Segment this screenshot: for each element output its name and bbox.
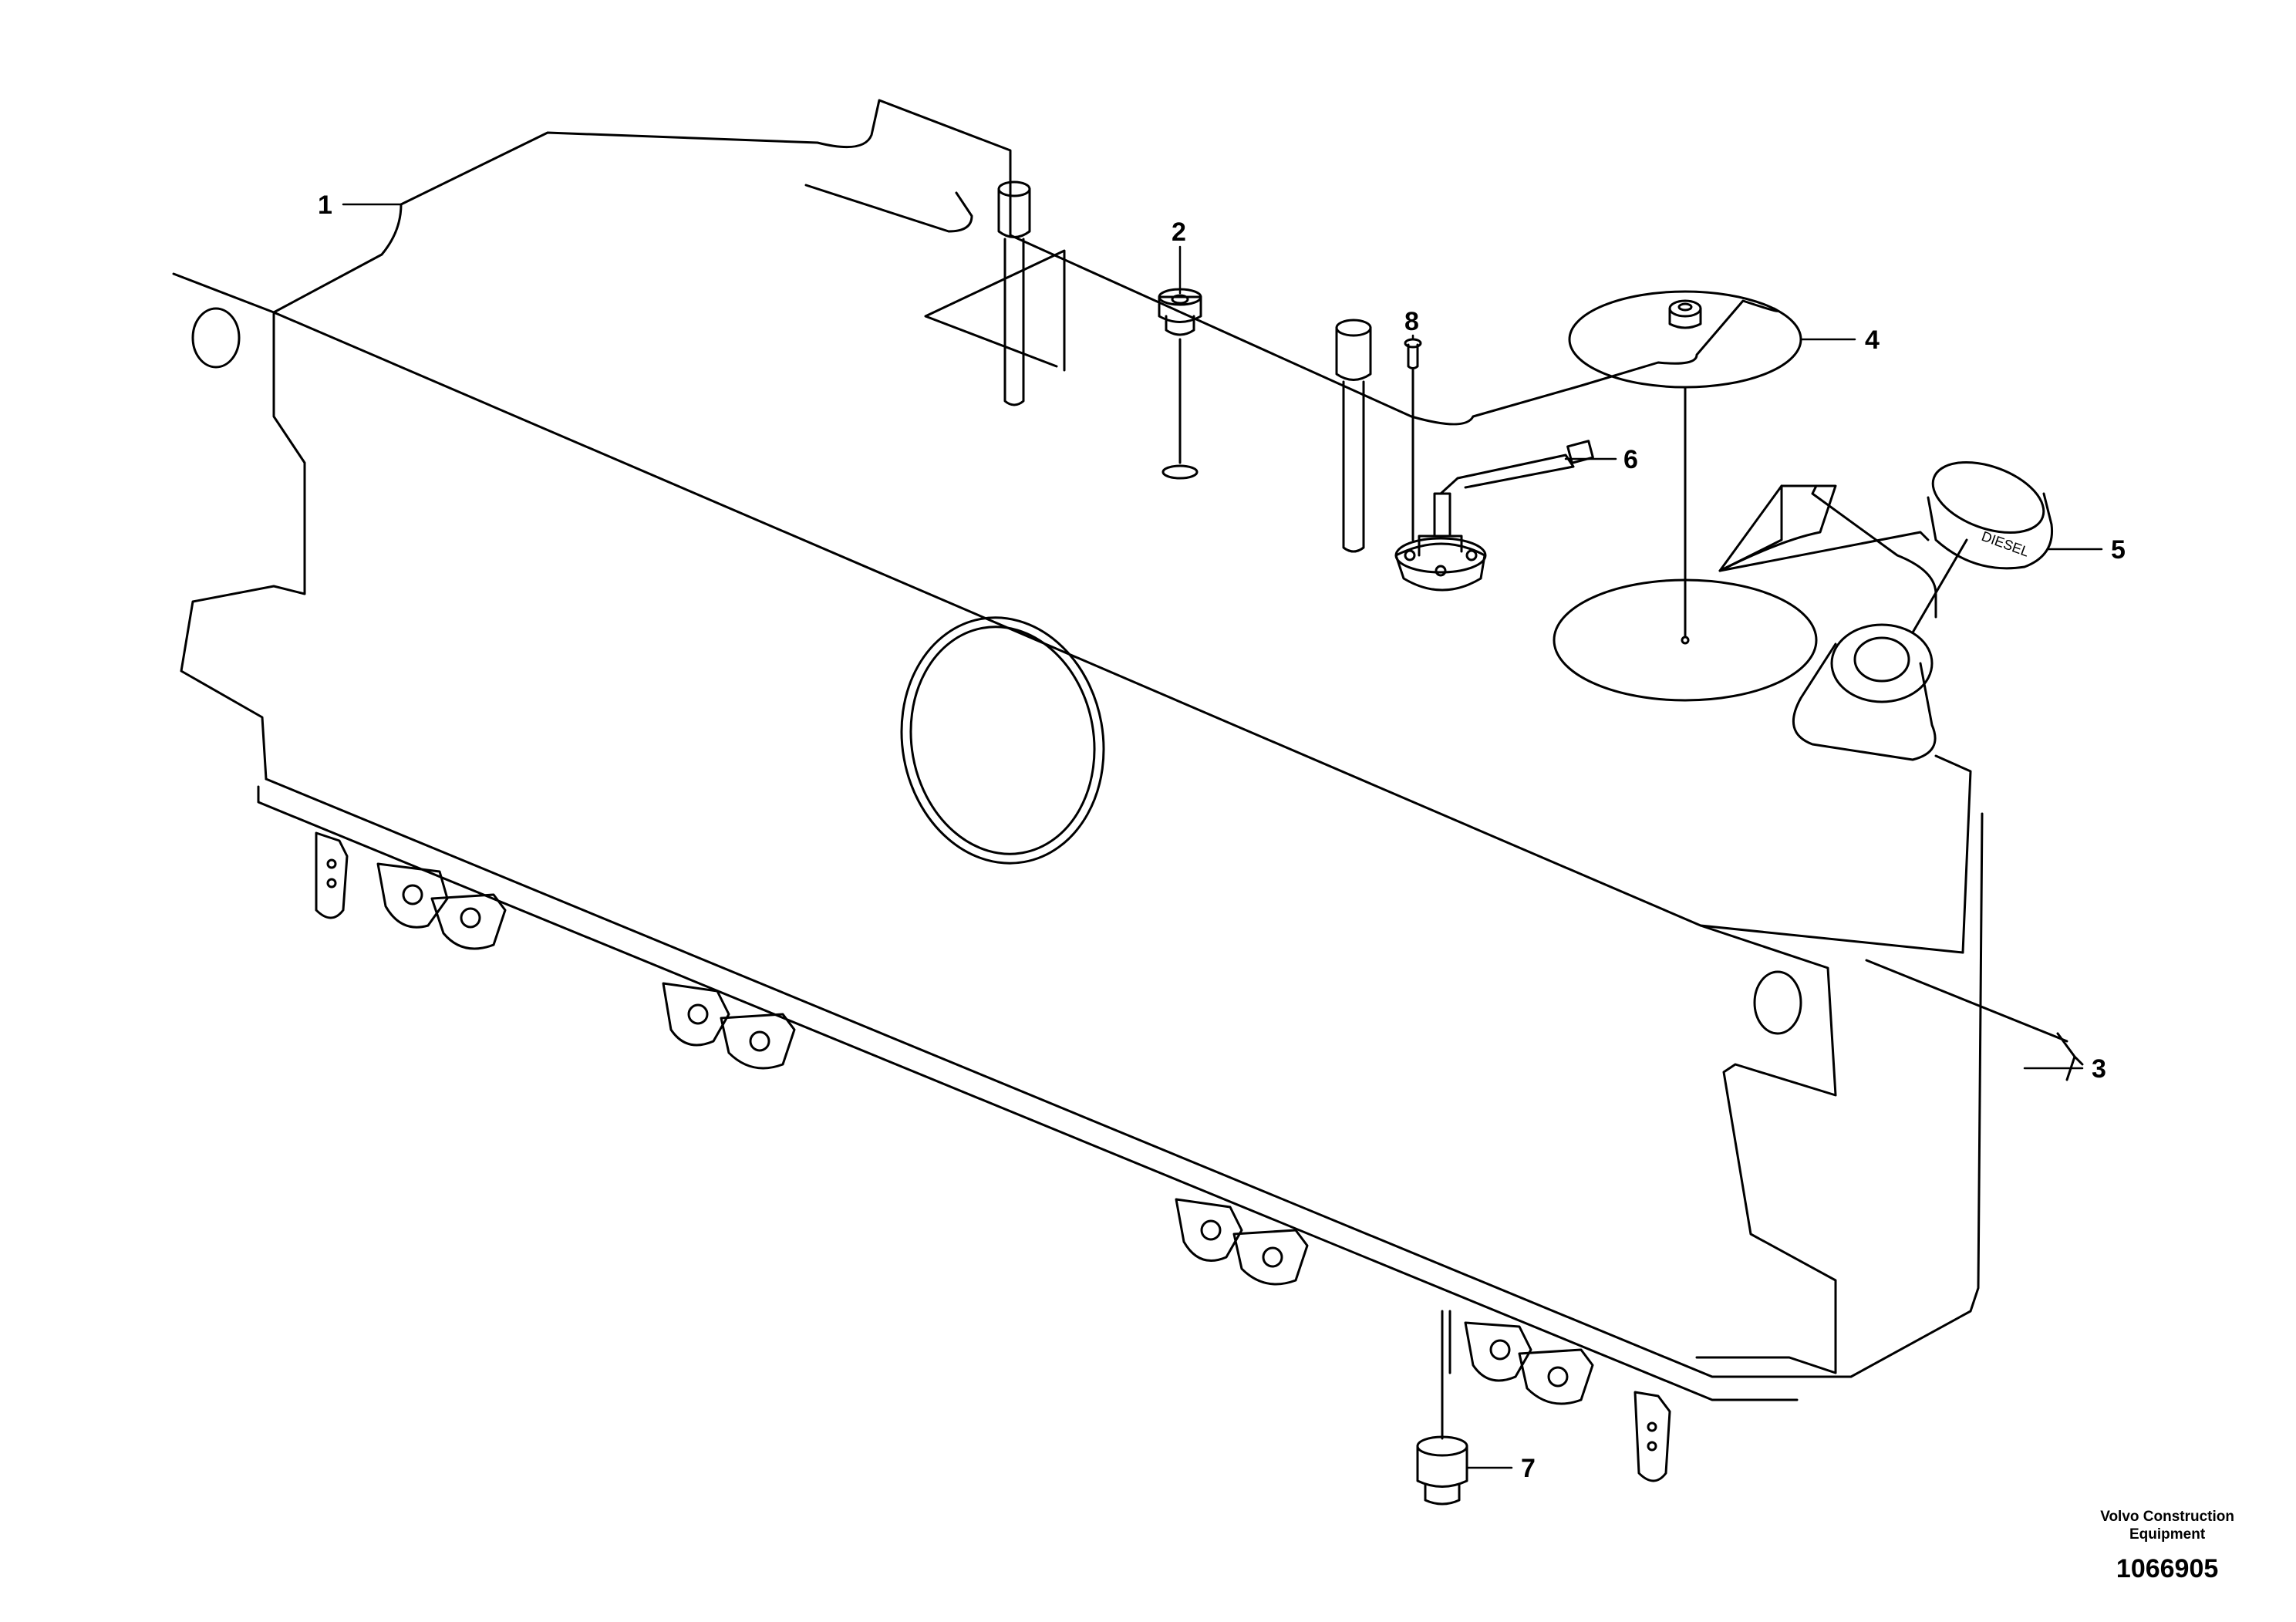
inspection-cover-inner [909,626,1096,855]
part-5-filler-cap: DIESEL [1911,460,2054,634]
tank-front-lower-edge [265,777,1984,1378]
fuel-tank [172,99,1984,1401]
inspection-cover-outer [900,616,1105,865]
filler-neck-inner [1853,636,1910,683]
bracket [1518,1348,1594,1405]
return-tube [1335,319,1372,553]
bracket [1175,1198,1243,1262]
callout-3: 3 [2092,1054,2106,1084]
tank-right-vertical-edge [1934,754,1972,954]
bracket [720,1013,796,1070]
callout-5: 5 [2111,535,2126,565]
document-number: 1066905 [2116,1554,2219,1583]
tank-top-skin [1009,234,1779,426]
callout-1: 1 [318,191,332,220]
top-recess-left [804,184,1066,372]
part-4-cover-disc [1568,290,1802,639]
callout-6: 6 [1623,445,1638,474]
drawing-footer: Volvo Construction Equipment 1066905 [2100,1508,2234,1584]
bracket [315,831,349,919]
callout-labels: 1 2 3 4 5 6 7 8 [318,191,2126,1483]
callout-4: 4 [1865,325,1880,355]
tank-bottom-rail [257,785,1799,1401]
right-top-ridge [1718,484,1937,619]
bracket [376,862,449,929]
bracket [1448,1310,1532,1382]
callout-2: 2 [1172,218,1186,247]
bracket [662,982,730,1047]
callout-8: 8 [1404,307,1419,336]
filler-neck-opening [1830,623,1934,703]
brand-line-2: Equipment [2129,1526,2206,1543]
left-mounting-plate [172,272,306,781]
filler-neck [1792,642,1937,761]
brand-line-1: Volvo Construction [2100,1509,2234,1525]
part-6-level-sender [1394,440,1594,592]
bracket [1633,1391,1671,1482]
bracket [1232,1229,1309,1286]
part-3-clip [1865,959,2084,1081]
bracket [430,893,507,950]
callout-7: 7 [1521,1454,1536,1483]
right-plate-hole [1753,970,1802,1035]
part-2-bushing [1158,288,1202,480]
callout-leaders [342,203,2103,1469]
mounting-brackets [315,831,1671,1482]
tank-top-outline [272,99,1012,314]
left-suction-tube [997,180,1031,406]
left-plate-hole [191,307,241,369]
right-mounting-plate [1695,924,1837,1374]
part-8-screw [1404,338,1422,541]
top-recess-right [1718,484,1930,572]
tank-front-upper-edge [272,311,1964,954]
part-7-drain-plug [1416,1310,1468,1506]
